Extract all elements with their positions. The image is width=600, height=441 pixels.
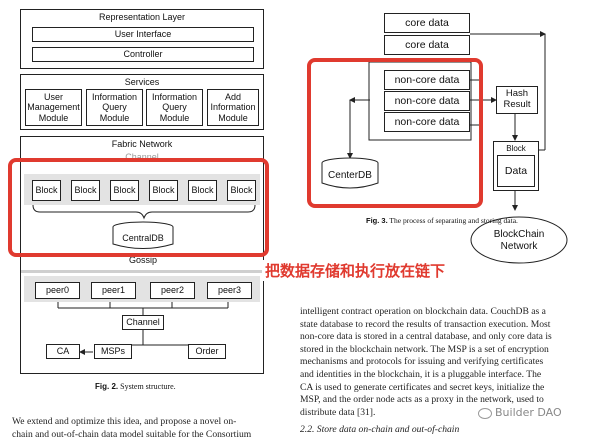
service-module-label: User Management Module [27,91,80,123]
caption-label: Fig. 2. [95,382,119,391]
watermark: Builder DAO [478,406,562,419]
caption-text: The process of separating and storing da… [389,216,518,225]
block-chain-band [24,174,260,205]
channel-label: Channel [126,317,160,328]
highlight-frame-left [8,158,269,257]
block-label: Block [74,185,97,196]
service-module: User Management Module [25,89,82,126]
representation-layer-title: Representation Layer [98,12,186,22]
non-core-data-box: non-core data [384,70,470,90]
body-paragraph-left: We extend and optimize this idea, and pr… [12,416,290,441]
non-core-data-label: non-core data [394,115,460,128]
peer-label: peer2 [160,285,185,296]
user-interface-label: User Interface [114,29,172,40]
block-label: Block [230,185,253,196]
block-node: Block [71,180,100,201]
non-core-data-box: non-core data [384,112,470,132]
peer-label: peer1 [101,285,126,296]
block-box-label: Block [506,144,526,153]
non-core-data-label: non-core data [394,94,460,107]
user-interface-box: User Interface [32,27,254,42]
data-box: Data [497,155,535,187]
block-label: Block [35,185,58,196]
block-node: Block [149,180,178,201]
service-module: Information Query Module [86,89,143,126]
peer-node: peer2 [150,282,195,299]
channel-label-hidden: Channel [125,152,159,162]
block-label: Block [191,185,214,196]
text-line: intelligent contract operation on blockc… [300,306,546,317]
service-module: Information Query Module [146,89,203,126]
text-line: stored in the blockchain network. The MS… [300,343,549,355]
figure-2-caption: Fig. 2. System structure. [95,382,176,391]
non-core-data-label: non-core data [394,73,460,86]
text-line: mechanisms and protocols for issuing and… [300,356,544,368]
controller-box: Controller [32,47,254,62]
text-line: CA is used to generate certificates and … [300,381,545,393]
overlay-annotation: 把数据存储和执行放在链下 [262,260,449,281]
hash-result-label: Hash Result [503,88,531,110]
block-node: Block [227,180,256,201]
figure-3-caption: Fig. 3. The process of separating and st… [366,216,518,225]
data-label: Data [504,164,528,177]
core-data-label: core data [405,16,449,29]
service-module-label: Information Query Module [91,91,138,123]
block-label: Block [152,185,175,196]
peer-node: peer3 [207,282,252,299]
fabric-network-title: Fabric Network [111,139,173,149]
service-module-label: Add Information Module [210,91,256,123]
non-core-data-box: non-core data [384,91,470,111]
body-paragraph-right: intelligent contract operation on blockc… [300,306,592,419]
core-data-label: core data [405,38,449,51]
ca-node: CA [46,344,80,359]
ca-label: CA [56,346,70,357]
center-db-label: CenterDB [328,170,372,181]
core-data-box: core data [384,35,470,55]
order-label: Order [195,346,219,357]
text-line: chain and out-of-chain data model suitab… [12,428,252,440]
service-module: Add Information Module [207,89,259,126]
block-label: Block [113,185,136,196]
services-title: Services [124,77,160,87]
highlight-frame-right [307,58,483,208]
peer-node: peer1 [91,282,136,299]
msps-node: MSPs [94,344,132,359]
block-node: Block [32,180,61,201]
watermark-text: Builder DAO [495,406,562,419]
text-line: We extend and optimize this idea, and pr… [12,416,237,427]
hash-result-box: Hash Result [496,86,538,114]
text-line: distribute data [31]. [300,406,376,418]
peer-label: peer0 [45,285,70,296]
caption-label: Fig. 3. [366,216,388,225]
service-module-label: Information Query Module [151,91,198,123]
text-line: MSP, and the order node acts as a proxy … [300,394,544,406]
text-line: non-core data is stored in a central dat… [300,331,552,343]
controller-label: Controller [123,49,163,60]
peer-node: peer0 [35,282,80,299]
core-data-box: core data [384,13,470,33]
block-node: Block [110,180,139,201]
text-line: and identities in the blockchain, it is … [300,368,542,380]
text-line: state database to record the results of … [300,318,551,330]
block-node: Block [188,180,217,201]
caption-text: System structure. [120,382,176,391]
section-heading: 2.2. Store data on-chain and out-of-chai… [300,424,460,435]
block-box: Block [493,141,539,191]
blockchain-network-label: BlockChain Network [493,229,545,252]
central-db-label: CentralDB [122,233,164,243]
wechat-icon [478,407,492,419]
msps-label: MSPs [100,346,125,357]
gossip-label: Gossip [128,255,157,265]
peer-label: peer3 [217,285,242,296]
order-node: Order [188,344,226,359]
channel-node: Channel [122,315,164,330]
